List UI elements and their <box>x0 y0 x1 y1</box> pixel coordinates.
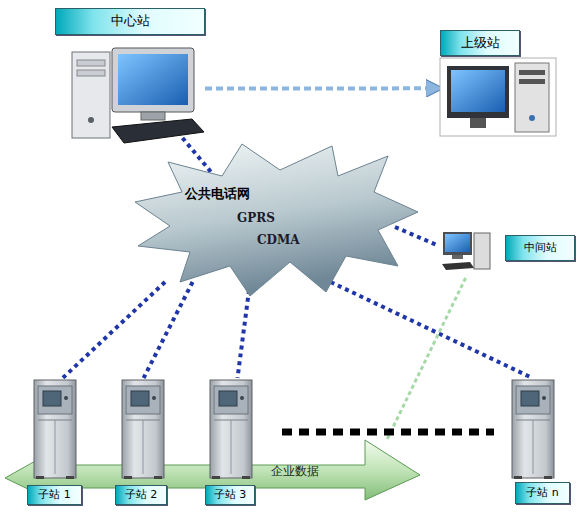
station-label: 子站 n <box>515 482 570 504</box>
link-line <box>63 282 165 378</box>
network-label: GPRS <box>237 210 297 228</box>
network-cloud: 公共电话网 GPRS CDMA <box>165 172 395 282</box>
station-label: 子站 2 <box>115 485 167 505</box>
drive-slot <box>77 70 105 76</box>
power-button <box>529 115 535 121</box>
network-label: 公共电话网 <box>185 185 275 203</box>
upper-station-computer <box>440 58 556 136</box>
arrow-line <box>205 86 440 90</box>
pc-tower <box>515 63 549 132</box>
substation: 子站 n <box>512 378 570 506</box>
continuation-dashes <box>282 429 494 436</box>
pc-screen <box>118 54 188 105</box>
monitor-stand <box>452 255 463 259</box>
cabinet <box>122 380 164 479</box>
intermediate-computer <box>442 232 490 270</box>
band-label: 企业数据 <box>260 462 330 482</box>
cloud-shape <box>130 140 420 300</box>
substation: 子站 2 <box>115 378 167 506</box>
station-label: 子站 1 <box>27 485 82 505</box>
link-line <box>387 278 466 440</box>
upper-station: 上级站 <box>440 30 558 138</box>
keyboard <box>442 262 474 270</box>
photo-frame <box>440 58 556 136</box>
pc-tower <box>72 52 110 138</box>
substation: 子站 1 <box>27 378 82 506</box>
intermediate-station: 中间站 <box>438 228 576 278</box>
cabinet <box>512 380 554 479</box>
drive-slot <box>519 79 545 84</box>
link-line <box>144 282 193 378</box>
cabinet <box>210 380 252 479</box>
power-button <box>88 117 94 123</box>
pc-monitor <box>112 48 194 112</box>
keyboard <box>112 119 204 143</box>
pc-tower <box>474 233 490 269</box>
link-line <box>238 282 251 378</box>
monitor-stand <box>470 118 486 128</box>
station-label: 上级站 <box>440 30 520 56</box>
pc-monitor <box>443 232 472 255</box>
cabinet <box>34 380 76 479</box>
station-label: 中心站 <box>55 8 205 35</box>
link-line <box>331 282 533 378</box>
central-computer <box>72 48 204 143</box>
pc-screen <box>445 234 470 252</box>
monitor-stand <box>141 112 165 120</box>
band-outline <box>5 440 420 502</box>
cloud-outline <box>135 144 418 296</box>
network-label: CDMA <box>257 232 317 250</box>
substation: 子站 3 <box>205 378 255 506</box>
pc-screen <box>451 70 505 112</box>
drive-slot <box>77 60 105 66</box>
link-line <box>395 227 438 246</box>
pc-monitor <box>447 66 509 118</box>
station-label: 中间站 <box>505 235 575 261</box>
central-station: 中心站 <box>55 8 205 138</box>
station-label: 子站 3 <box>205 485 255 505</box>
drive-slot <box>519 70 545 75</box>
